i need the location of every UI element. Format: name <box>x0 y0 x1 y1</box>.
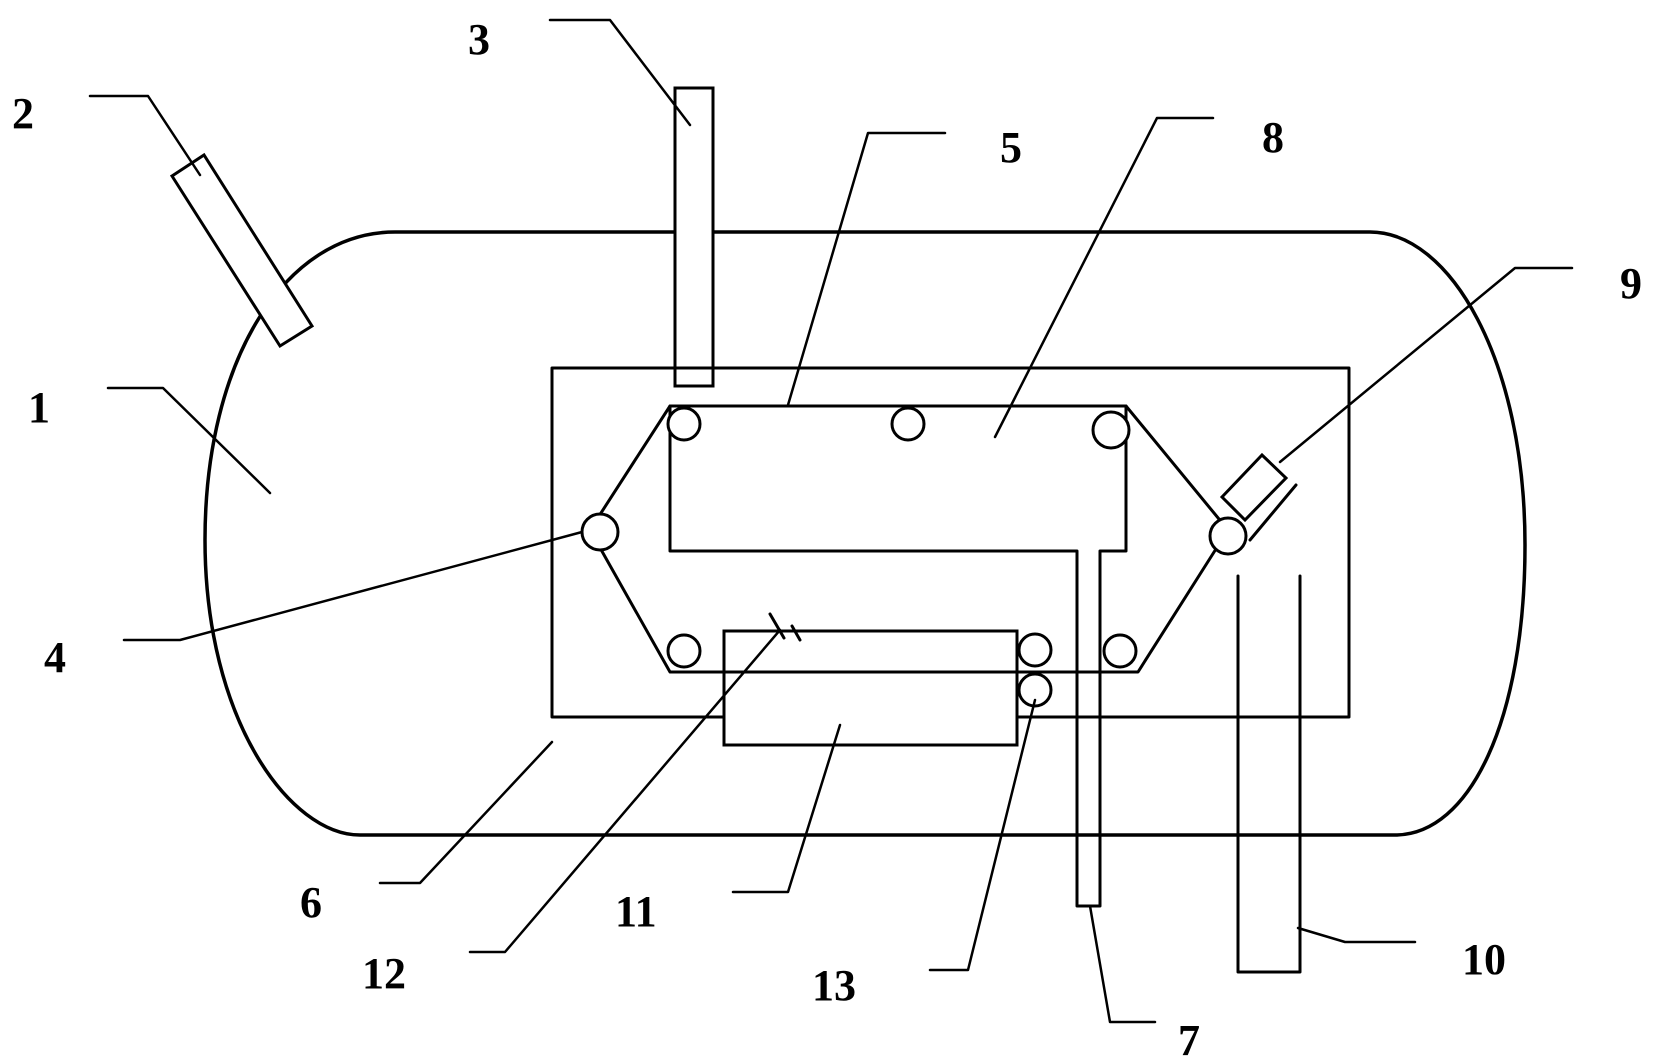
roller-right <box>1208 516 1248 556</box>
roller-bottom-mid <box>1017 632 1053 668</box>
leader-3 <box>548 18 692 127</box>
leader-6 <box>378 740 554 885</box>
box-part-11 <box>722 629 1019 747</box>
label-5: 5 <box>1000 123 1022 172</box>
label-4: 4 <box>44 633 66 682</box>
label-12: 12 <box>362 949 406 998</box>
cut-mark-2 <box>790 624 802 642</box>
roller-left-part-4 <box>580 512 620 552</box>
label-1: 1 <box>28 383 50 432</box>
label-7: 7 <box>1178 1016 1200 1063</box>
vertical-tube-part-3 <box>673 86 715 388</box>
leader-7 <box>1088 904 1157 1024</box>
roller-top-middle <box>890 406 926 442</box>
label-10: 10 <box>1462 935 1506 984</box>
cut-mark-1 <box>768 612 786 640</box>
tank-body <box>203 230 1527 837</box>
label-2: 2 <box>12 89 34 138</box>
pinch-roller-part-13 <box>1017 672 1053 708</box>
roller-bottom-left <box>666 633 702 669</box>
inlet-tube-part-2 <box>169 152 315 349</box>
label-3: 3 <box>468 15 490 64</box>
leader-1 <box>106 386 272 495</box>
leader-5 <box>786 131 947 407</box>
leader-11 <box>731 723 842 894</box>
leader-12 <box>468 628 782 954</box>
roller-top-right <box>1091 410 1131 450</box>
roller-bottom-right <box>1102 633 1138 669</box>
leader-2 <box>88 94 202 177</box>
scraper-part-9 <box>1219 452 1289 523</box>
label-11: 11 <box>615 887 657 936</box>
label-8: 8 <box>1262 113 1284 162</box>
leader-10 <box>1296 926 1417 944</box>
label-6: 6 <box>300 878 322 927</box>
slot-part-10 <box>1236 574 1302 974</box>
leader-4 <box>122 530 584 642</box>
label-13: 13 <box>812 961 856 1010</box>
label-9: 9 <box>1620 259 1642 308</box>
plate-part-8 <box>668 404 1128 908</box>
scraper-blade <box>1248 483 1298 542</box>
leader-9 <box>1278 266 1574 464</box>
leader-8 <box>993 116 1215 439</box>
roller-top-left <box>666 406 702 442</box>
leader-13 <box>928 698 1037 972</box>
